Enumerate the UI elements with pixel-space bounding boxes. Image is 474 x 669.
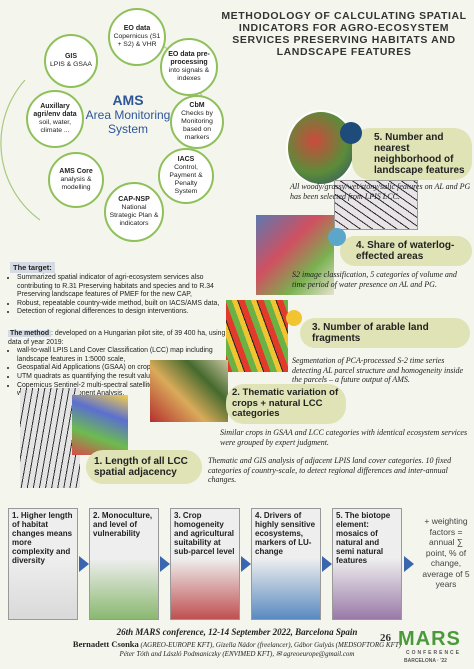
- ams-title: AMS: [112, 92, 144, 108]
- logo-subtitle: CONFERENCE: [406, 650, 462, 656]
- indicator-3-marker: [286, 310, 302, 326]
- method-header: The method: [8, 330, 52, 337]
- logo-city: BARCELONA · '22: [404, 658, 447, 664]
- target-header: The target:: [10, 262, 55, 273]
- map-image-crops: [150, 360, 228, 422]
- indicator-4: 4. Share of waterlog-effected areas: [340, 236, 472, 266]
- map-image-lines: [334, 180, 418, 230]
- result-box-3: 3. Crop homogeneity and agricultural sui…: [170, 508, 240, 620]
- target-item: Robust, repeatable country-wide method, …: [17, 300, 230, 309]
- indicator-5-marker: [340, 122, 362, 144]
- authors-line-2: Péter Tóth and László Podmaniczky (ENVIM…: [119, 650, 355, 658]
- indicator-3: 3. Number of arable land fragments: [300, 318, 470, 348]
- indicator-4-desc: S2 image classification, 5 categories of…: [292, 270, 457, 289]
- arrow-right-icon: [322, 556, 332, 572]
- ams-center-label: AMS Area Monitoring System: [78, 92, 178, 136]
- result-box-5: 5. The biotope element: mosaics of natur…: [332, 508, 402, 620]
- page-title: METHODOLOGY OF CALCULATING SPATIAL INDIC…: [221, 10, 467, 58]
- method-item: Geospatial Aid Applications (GSAA) on cr…: [17, 364, 226, 373]
- indicator-5: 5. Number and nearest neighborhood of la…: [352, 128, 472, 180]
- target-list: Summarized spatial indicator of agri-eco…: [8, 274, 230, 317]
- authors-line: Bernadett Csonka (AGREO-EUROPE KFT), Giz…: [72, 639, 402, 649]
- indicator-2-desc: Similar crops in GSAA and LCC categories…: [220, 428, 468, 447]
- logo-name: MARS: [398, 628, 461, 650]
- result-box-4: 4. Drivers of highly sensitive ecosystem…: [251, 508, 321, 620]
- map-image-landscape: [286, 110, 356, 186]
- arrow-right-icon: [404, 556, 414, 572]
- map-image-adjacency-color: [72, 395, 128, 455]
- target-item: Summarized spatial indicator of agri-eco…: [17, 274, 230, 300]
- summary-formula: + weighting factors = annual ∑ point, % …: [422, 516, 470, 589]
- indicator-5-desc: All woody/grassy/wet/stony/salic feature…: [290, 182, 471, 201]
- map-image-adjacency: [20, 388, 80, 488]
- ams-subtitle: Area Monitoring System: [85, 108, 171, 136]
- result-box-1: 1. Higher length of habitat changes mean…: [8, 508, 78, 620]
- map-image-fragments: [226, 300, 288, 372]
- indicator-1: 1. Length of all LCC spatial adjacency: [86, 450, 202, 484]
- indicator-3-desc: Segmentation of PCA-processed S-2 time s…: [292, 356, 464, 384]
- method-item: wall-to-wall LPIS Land Cover Classificat…: [17, 347, 226, 364]
- map-image-waterlog: [256, 215, 334, 295]
- logo-number: 26: [380, 632, 391, 644]
- arrow-right-icon: [241, 556, 251, 572]
- result-box-2: 2. Monoculture, and level of vulnerabili…: [89, 508, 159, 620]
- method-item: UTM quadrats as quantifying the result v…: [17, 373, 226, 382]
- indicator-2: 2. Thematic variation of crops + natural…: [226, 384, 346, 424]
- method-intro: The method: developed on a Hungarian pil…: [8, 330, 226, 346]
- conference-line: 26th MARS conference, 12-14 September 20…: [116, 627, 358, 637]
- arrow-right-icon: [160, 556, 170, 572]
- target-item: Detection of regional differences to des…: [17, 308, 230, 317]
- indicator-1-desc: Thematic and GIS analysis of adjacent LP…: [208, 456, 452, 484]
- arrow-right-icon: [79, 556, 89, 572]
- indicator-4-marker: [328, 228, 346, 246]
